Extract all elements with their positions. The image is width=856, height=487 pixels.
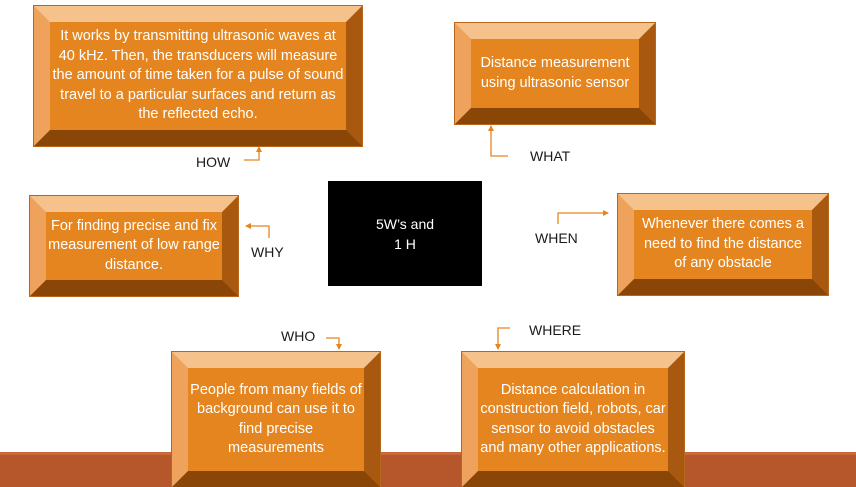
how-box: It works by transmitting ultrasonic wave… <box>34 6 362 146</box>
center-line-1: 5W’s and <box>375 215 435 232</box>
where-box: Distance calculation in construction fie… <box>462 352 684 487</box>
why-box-text: For finding precise and fix measurement … <box>48 217 220 273</box>
who-arrow <box>326 337 342 350</box>
label-when: WHEN <box>535 230 578 246</box>
what-arrow <box>488 125 508 157</box>
how-arrow <box>244 146 262 161</box>
when-arrow <box>557 210 609 224</box>
label-where: WHERE <box>529 322 582 338</box>
center-box: 5W’s and 1 H <box>328 181 482 286</box>
where-box-text: Distance calculation in construction fie… <box>480 381 666 457</box>
who-box-text: People from many fields of background ca… <box>190 381 362 457</box>
who-box: People from many fields of background ca… <box>172 352 380 487</box>
label-who: WHO <box>281 328 316 344</box>
center-line-2: 1 H <box>394 235 416 252</box>
label-how: HOW <box>196 154 231 170</box>
what-box-text: Distance measurement using ultrasonic se… <box>480 55 630 91</box>
label-what: WHAT <box>530 148 571 164</box>
why-box: For finding precise and fix measurement … <box>30 196 238 296</box>
what-box: Distance measurement using ultrasonic se… <box>455 23 655 124</box>
label-why: WHY <box>251 244 284 260</box>
where-arrow <box>495 327 510 350</box>
how-box-text: It works by transmitting ultrasonic wave… <box>52 28 344 123</box>
why-arrow <box>245 223 270 238</box>
when-box: Whenever there comes a need to find the … <box>618 194 828 295</box>
when-box-text: Whenever there comes a need to find the … <box>642 216 804 272</box>
bottom-band-highlight <box>0 452 856 456</box>
bottom-band <box>0 455 856 487</box>
